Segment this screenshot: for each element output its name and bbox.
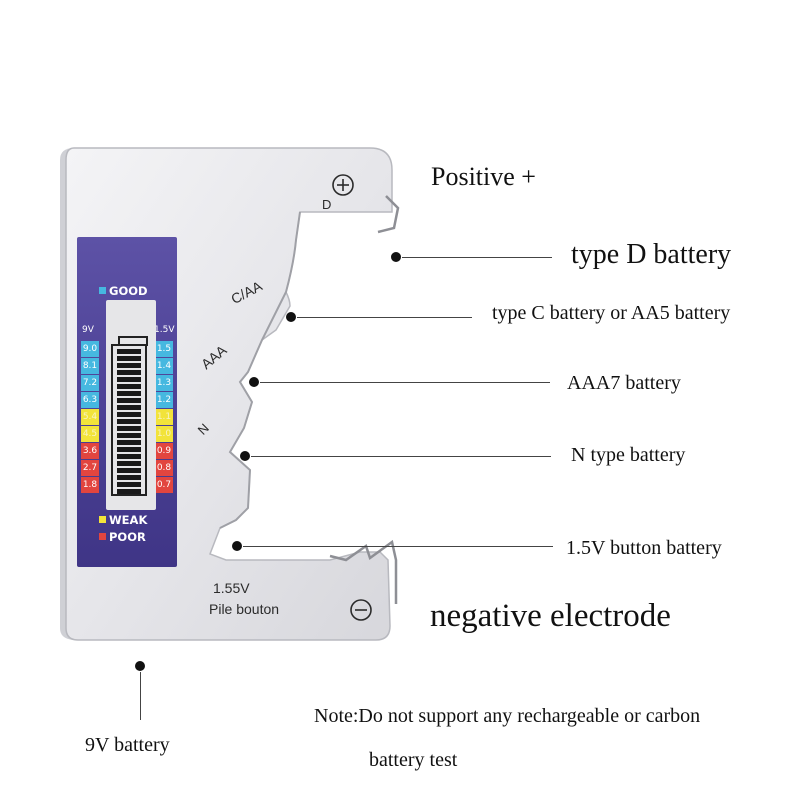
scale-15v-cell: 1.3 <box>155 375 173 391</box>
leader-aaa <box>260 382 550 383</box>
leader-type-d <box>402 257 552 258</box>
gauge-segment <box>117 461 141 466</box>
button-contact-spring <box>329 539 398 604</box>
button-slot-label: Pile bouton <box>209 601 280 617</box>
label-n-type: N type battery <box>571 444 686 466</box>
note-line-2: battery test <box>369 749 458 771</box>
weak-label: WEAK <box>109 513 148 527</box>
gauge-segment <box>117 433 141 438</box>
gauge-segment <box>117 377 141 382</box>
scale-15v-cell: 0.7 <box>155 477 173 493</box>
gauge-segment <box>117 356 141 361</box>
dot-n-type <box>240 451 250 461</box>
good-label: GOOD <box>109 284 148 298</box>
dot-9v <box>135 661 145 671</box>
dot-aaa <box>249 377 259 387</box>
gauge-segment <box>117 391 141 396</box>
scale-9v-cell: 7.2 <box>81 375 99 391</box>
poor-swatch <box>99 533 106 540</box>
label-negative: negative electrode <box>430 598 671 634</box>
dot-type-d <box>391 252 401 262</box>
dot-type-c <box>286 312 296 322</box>
scale-header-15v: 1.5V <box>154 325 175 335</box>
scale-15v-cell: 1.2 <box>155 392 173 408</box>
scale-15v-cell: 1.5 <box>155 341 173 357</box>
scale-9v-cell: 5.4 <box>81 409 99 425</box>
gauge-segment <box>117 440 141 445</box>
d-contact <box>377 195 400 234</box>
good-swatch <box>99 287 106 294</box>
gauge-segment <box>117 489 141 494</box>
button-voltage-label: 1.55V <box>213 580 250 596</box>
gauge-segment <box>117 482 141 487</box>
weak-legend: WEAK <box>99 513 147 527</box>
scale-9v-cell: 8.1 <box>81 358 99 374</box>
gauge-segment <box>117 419 141 424</box>
label-positive: Positive + <box>431 162 536 191</box>
leader-9v <box>140 672 141 720</box>
gauge-segment <box>117 412 141 417</box>
scale-15v-cell: 1.1 <box>155 409 173 425</box>
scale-15v-cell: 1.0 <box>155 426 173 442</box>
gauge-body <box>111 344 147 496</box>
gauge-segment <box>117 475 141 480</box>
label-aaa: AAA7 battery <box>567 372 681 394</box>
gauge-segment <box>117 384 141 389</box>
scale-9v-cell: 1.8 <box>81 477 99 493</box>
plus-circle-icon <box>332 174 354 196</box>
poor-legend: POOR <box>99 530 146 544</box>
scale-15v-cell: 0.9 <box>155 443 173 459</box>
leader-button <box>243 546 553 547</box>
scale-15v-cell: 1.4 <box>155 358 173 374</box>
gauge-segment <box>117 468 141 473</box>
label-type-d: type D battery <box>571 239 732 270</box>
battery-gauge <box>106 300 156 510</box>
gauge-segment <box>117 363 141 368</box>
gauge-segment <box>117 426 141 431</box>
leader-type-c <box>297 317 472 318</box>
label-button: 1.5V button battery <box>566 537 722 559</box>
slot-label-d: D <box>322 197 332 212</box>
scale-9v-cell: 3.6 <box>81 443 99 459</box>
gauge-segment <box>117 349 141 354</box>
gauge-segment <box>117 447 141 452</box>
scale-9v-cell: 6.3 <box>81 392 99 408</box>
good-legend: GOOD <box>99 284 148 298</box>
gauge-segment <box>117 405 141 410</box>
gauge-cap <box>118 336 148 346</box>
label-type-c: type C battery or AA5 battery <box>492 302 731 324</box>
weak-swatch <box>99 516 106 523</box>
leader-n-type <box>251 456 551 457</box>
dot-button <box>232 541 242 551</box>
scale-9v-cell: 2.7 <box>81 460 99 476</box>
scale-header-9v: 9V <box>82 325 94 335</box>
scale-15v-cell: 0.8 <box>155 460 173 476</box>
gauge-segment <box>117 454 141 459</box>
note-line-1: Note:Do not support any rechargeable or … <box>314 705 701 727</box>
poor-label: POOR <box>109 530 146 544</box>
label-9v: 9V battery <box>85 734 170 756</box>
gauge-segment <box>117 370 141 375</box>
scale-9v-cell: 9.0 <box>81 341 99 357</box>
scale-9v-cell: 4.5 <box>81 426 99 442</box>
gauge-segment <box>117 398 141 403</box>
minus-circle-icon <box>350 599 372 621</box>
